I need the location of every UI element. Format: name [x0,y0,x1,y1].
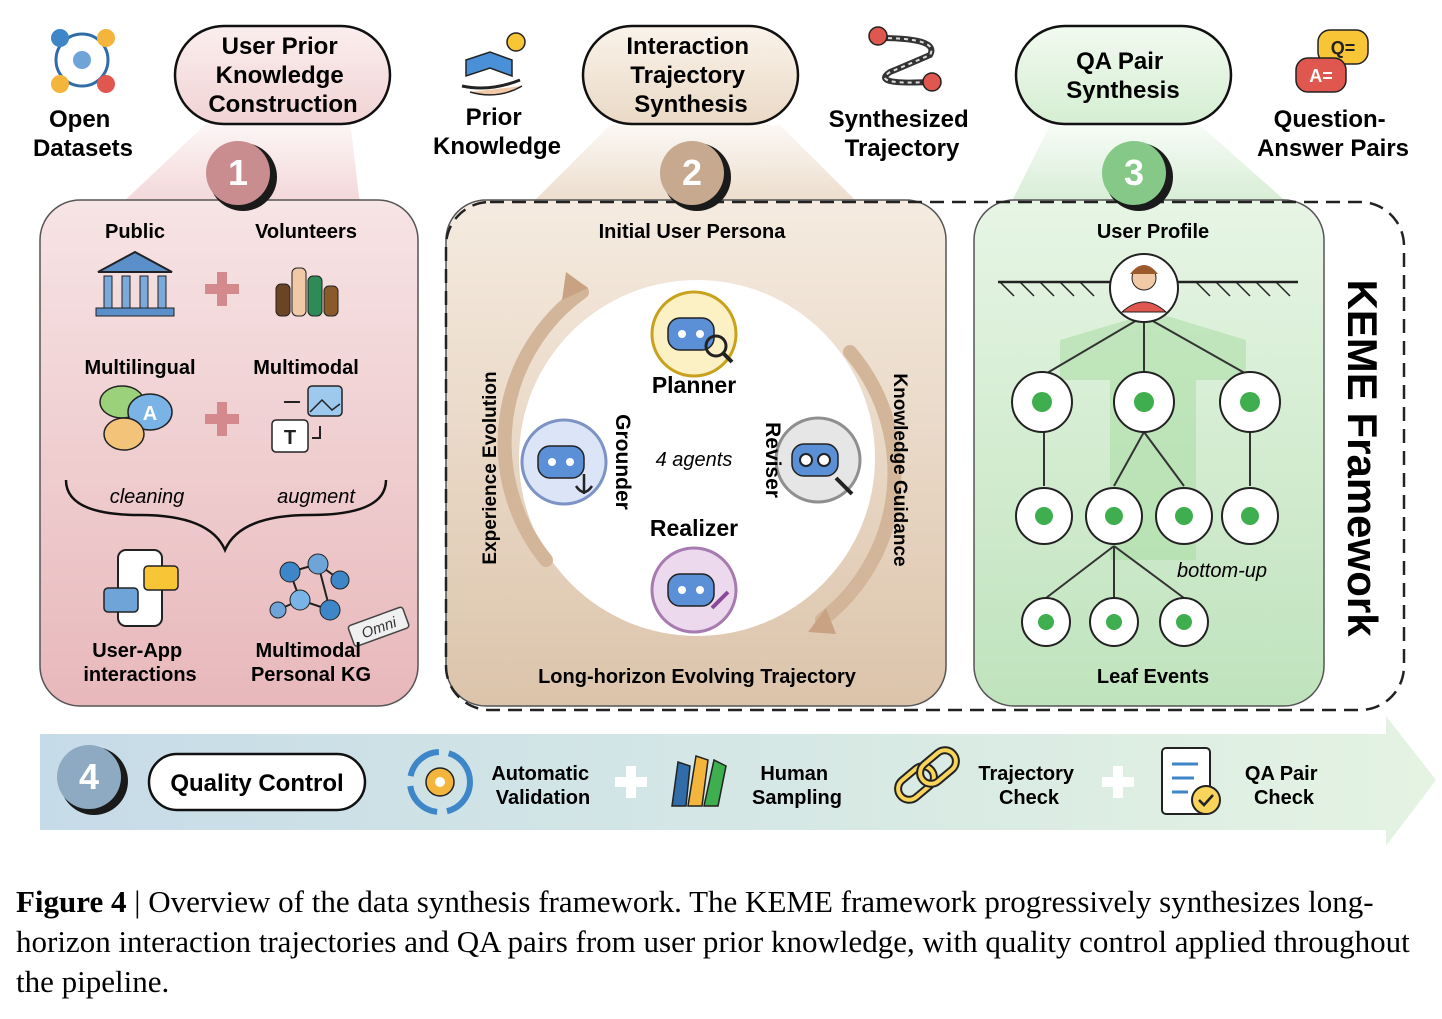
plus-icon [205,402,239,436]
multilingual-icon: A [99,385,173,451]
open-datasets-label: Open Datasets [33,106,133,162]
quality-control-label: Quality Control [170,770,343,797]
stage1-title-pill [173,24,392,126]
auto-validation-icon [407,749,473,815]
multimodal-icon: T [271,385,343,453]
human-sampling-label: Human Sampling [752,763,842,809]
user-profile-avatar [1109,253,1179,323]
stage2-title: Interaction Trajectory Synthesis [626,33,755,118]
knowledge-graph-icon [269,553,350,621]
leaf-event-node [1159,597,1209,647]
figure-label: Figure 4 [16,884,127,919]
plus-icon [615,766,647,798]
grounder-label: Grounder [611,414,634,510]
synthesized-trajectory-label: Synthesized Trajectory [829,106,976,162]
caption-text: | Overview of the data synthesis framewo… [16,884,1410,999]
svg-text:Q=: Q= [1331,38,1356,58]
qa-check-label: QA Pair Check [1245,763,1323,809]
figure-caption: Figure 4 | Overview of the data synthesi… [16,882,1430,1002]
merge-brace [64,479,388,554]
public-building-icon [95,250,175,317]
realizer-agent-icon [650,546,738,634]
stage1-title: User Prior Knowledge Construction [208,33,357,118]
open-datasets-icon [51,29,115,93]
kg-label: Multimodal Personal KG [251,640,371,686]
trajectory-check-icon [894,746,960,804]
multilingual-label: Multilingual [84,357,195,379]
experience-evolution-label: Experience Evolution [480,371,501,564]
auto-validation-label: Automatic Validation [491,763,594,809]
framework-label: KEME Framework [1339,279,1386,637]
qa-pairs-icon: Q= A= [1295,29,1369,93]
event-node-l2 [1085,487,1143,545]
reviser-agent-icon [774,416,862,504]
profile-hatch [999,281,1291,297]
qa-pairs-label: Question- Answer Pairs [1257,106,1409,162]
trajectory-check-label: Trajectory Check [978,763,1079,809]
user-app-label: User-App interactions [83,640,196,686]
user-app-icon [103,549,179,627]
initial-persona-label: Initial User Persona [599,221,787,243]
stage3-title-pill [1014,24,1233,126]
leaf-event-node [1021,597,1071,647]
prior-knowledge-icon [461,32,526,96]
experience-evolution-arrow [497,285,589,567]
multimodal-label: Multimodal [253,357,359,379]
bottom-up-label: bottom-up [1177,560,1267,582]
realizer-label: Realizer [650,515,738,541]
planner-agent-icon [650,290,738,378]
bottom-up-arrow [1060,312,1246,560]
plus-icon [205,272,239,306]
stage2-title-pill [581,24,800,126]
event-node-l2 [1221,487,1279,545]
leaf-events-label: Leaf Events [1097,666,1209,688]
event-node-l1 [1113,371,1175,433]
leaf-event-node [1089,597,1139,647]
cleaning-label: cleaning [110,486,185,508]
svg-text:4: 4 [79,756,99,797]
volunteers-icon [275,267,339,317]
step1-badge: 1 [206,141,277,211]
prior-knowledge-label: Prior Knowledge [433,104,561,160]
event-node-l2 [1015,487,1073,545]
svg-text:A=: A= [1309,66,1333,86]
svg-text:1: 1 [228,152,248,193]
event-node-l1 [1219,371,1281,433]
quality-control-pill [147,752,367,812]
keme-framework-frame [444,200,1406,712]
step4-badge: 4 [57,745,128,815]
svg-text:2: 2 [682,152,702,193]
event-node-l2 [1155,487,1213,545]
agent-cycle-area [519,280,875,636]
public-label: Public [105,221,165,243]
human-sampling-icon [671,755,727,807]
reviser-label: Reviser [761,422,784,498]
step3-badge: 3 [1102,141,1173,211]
stage3-title: QA Pair Synthesis [1066,48,1179,104]
user-profile-label: User Profile [1097,221,1209,243]
event-node-l1 [1011,371,1073,433]
synthesized-trajectory-icon [868,26,942,92]
evolving-trajectory-label: Long-horizon Evolving Trajectory [538,666,857,688]
planner-label: Planner [652,372,736,398]
step2-badge: 2 [660,141,731,211]
quality-control-bar [40,716,1436,846]
experience-evolution-arrowhead [562,272,588,300]
qa-check-icon [1161,747,1221,815]
augment-label: augment [277,486,356,508]
plus-icon [1102,766,1134,798]
volunteers-label: Volunteers [255,221,357,243]
svg-text:A: A [143,403,157,425]
tree-edges [1041,315,1251,599]
framework-diagram: User Prior Knowledge Construction Intera… [33,24,1436,846]
knowledge-guidance-arrow [815,345,902,627]
svg-text:3: 3 [1124,152,1144,193]
grounder-agent-icon [520,418,608,506]
svg-text:T: T [284,427,296,449]
knowledge-guidance-label: Knowledge Guidance [889,373,910,566]
knowledge-guidance-arrowhead [808,608,836,634]
agent-count-label: 4 agents [656,449,733,471]
